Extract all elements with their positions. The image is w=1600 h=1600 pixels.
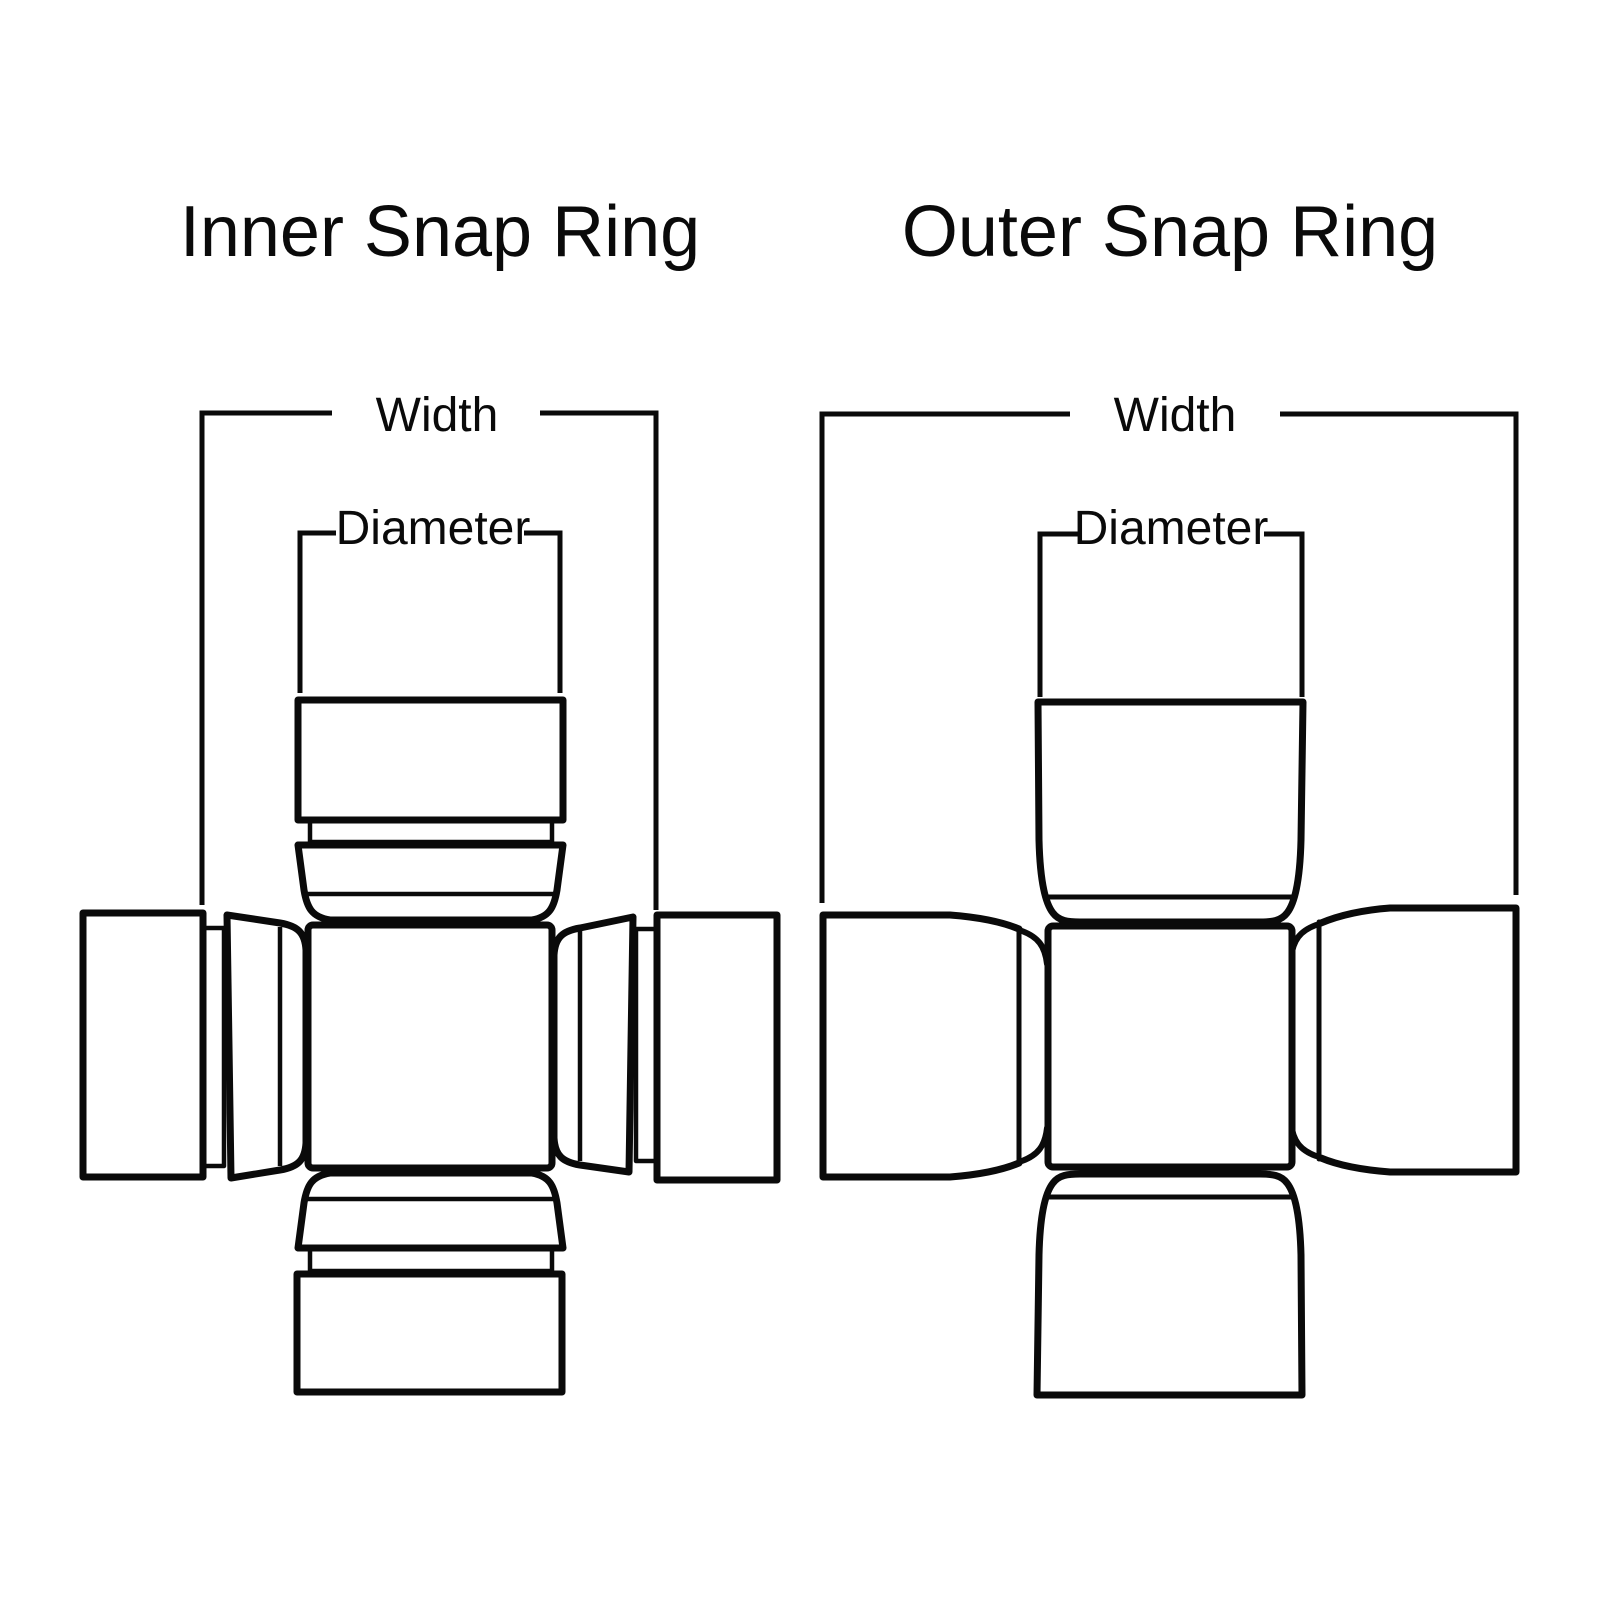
outer-snap-ring-diagram: Outer Snap Ring Width Diameter — [819, 192, 1520, 1399]
inner-snap-ring-diagram: Inner Snap Ring Width Diameter — [79, 192, 781, 1396]
inner-left-step-band — [203, 925, 227, 1169]
inner-width-dimension-bracket — [199, 410, 659, 910]
outer-bottom-bearing-cap — [1033, 1170, 1306, 1399]
inner-top-snap-ring-collar — [294, 841, 567, 924]
inner-right-bearing-cap — [653, 911, 781, 1184]
inner-top-bearing-cap — [294, 696, 567, 824]
outer-width-dimension-bracket — [819, 411, 1519, 903]
inner-left-bearing-cap — [79, 909, 207, 1181]
outer-diameter-dimension-bracket — [1037, 531, 1305, 697]
outer-right-bearing-cap — [1317, 904, 1520, 1176]
inner-diagram-title: Inner Snap Ring — [180, 192, 700, 272]
outer-left-top-fillet — [1019, 928, 1050, 967]
outer-width-label: Width — [1114, 389, 1237, 442]
outer-left-bottom-fillet — [1019, 1125, 1050, 1164]
inner-top-step-band — [307, 822, 555, 845]
inner-bottom-snap-ring-collar — [294, 1169, 567, 1252]
inner-diameter-label: Diameter — [336, 502, 531, 555]
inner-width-label: Width — [376, 389, 499, 442]
outer-diagram-title: Outer Snap Ring — [902, 192, 1438, 272]
outer-cross-body — [1044, 922, 1296, 1171]
outer-left-bearing-cap — [819, 911, 1023, 1181]
inner-right-snap-ring-collar — [550, 913, 637, 1176]
inner-bottom-bearing-cap — [293, 1270, 566, 1396]
inner-right-step-band — [633, 926, 657, 1164]
inner-left-snap-ring-collar — [223, 911, 310, 1182]
outer-top-bearing-cap — [1034, 698, 1307, 926]
inner-cross-body — [304, 921, 556, 1172]
inner-bottom-step-band — [307, 1249, 555, 1274]
outer-diameter-label: Diameter — [1074, 502, 1269, 555]
inner-diameter-dimension-bracket — [297, 530, 563, 693]
